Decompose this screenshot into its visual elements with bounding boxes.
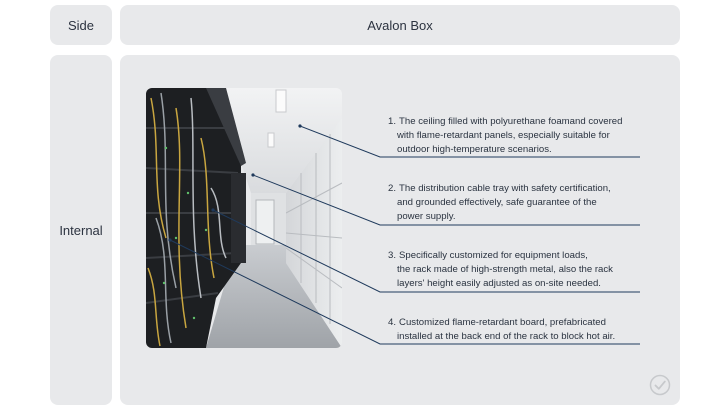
side-header: Side [50, 5, 112, 45]
note-number: 3. [388, 250, 397, 261]
row-label: Internal [59, 222, 103, 238]
note-line: with flame-retardant panels, especially … [397, 130, 610, 141]
note-number: 2. [388, 183, 397, 194]
note-4: 4.Customized flame-retardant board, pref… [388, 316, 615, 344]
note-1: 1.The ceiling filled with polyurethane f… [388, 115, 622, 157]
note-line: Specifically customized for equipment lo… [399, 250, 588, 261]
note-number: 1. [388, 116, 397, 127]
row-label-cell: Internal [50, 55, 112, 405]
note-line: Customized flame-retardant board, prefab… [399, 317, 606, 328]
note-line: layers' height easily adjusted as on-sit… [397, 278, 601, 289]
server-aisle-photo [146, 88, 342, 348]
note-line: The distribution cable tray with safety … [399, 183, 611, 194]
side-header-label: Side [67, 17, 95, 33]
product-title: Avalon Box [367, 17, 433, 33]
note-2: 2.The distribution cable tray with safet… [388, 182, 611, 224]
note-line: power supply. [397, 211, 456, 222]
product-header: Avalon Box [120, 5, 680, 45]
note-number: 4. [388, 317, 397, 328]
note-3: 3.Specifically customized for equipment … [388, 249, 613, 291]
check-circle-icon [649, 374, 671, 396]
note-line: and grounded effectively, safe guarantee… [397, 197, 597, 208]
note-line: outdoor high-temperature scenarios. [397, 144, 552, 155]
note-line: the rack made of high-strength metal, al… [397, 264, 613, 275]
note-line: The ceiling filled with polyurethane foa… [399, 116, 623, 127]
note-line: installed at the back end of the rack to… [397, 331, 616, 342]
